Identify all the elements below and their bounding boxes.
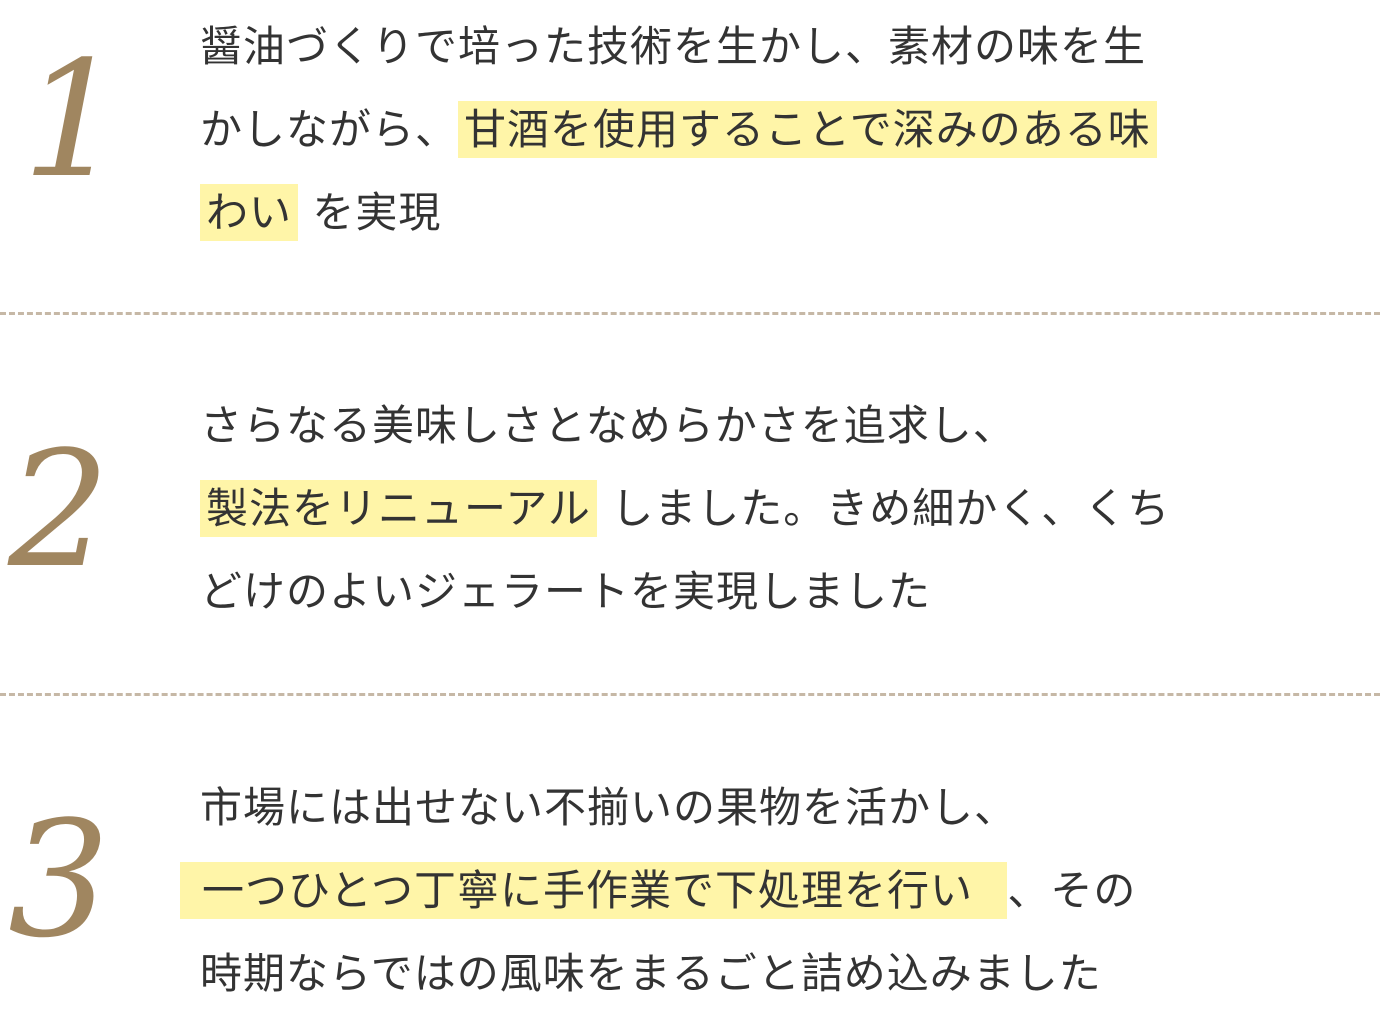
feature-text-2: さらなる美味しさとなめらかさを追求し、 製法をリニューアル しました。きめ細かく… (200, 384, 1360, 633)
feature-item-2: 2 さらなる美味しさとなめらかさを追求し、 製法をリニューアル しました。きめ細… (0, 320, 1380, 690)
text-line: さらなる美味しさとなめらかさを追求し、 (200, 401, 1016, 450)
text-line: 市場には出せない不揃いの果物を活かし、 (200, 783, 1018, 832)
highlight: わい (200, 184, 299, 241)
dashed-divider (0, 693, 1380, 696)
feature-text-3: 市場には出せない不揃いの果物を活かし、 一つひとつ丁寧に手作業で下処理を行い 、… (180, 766, 1360, 1015)
highlight: 甘酒を使用することで深みのある味 (458, 101, 1157, 158)
numeral-3: 3 (8, 786, 110, 973)
dashed-divider (0, 312, 1380, 315)
text-line: 時期ならではの風味をまるごと詰め込みました (200, 949, 1102, 998)
feature-item-1: 1 醤油づくりで培った技術を生かし、素材の味を生 かしながら、甘酒を使用すること… (0, 0, 1380, 300)
text-line: 製法をリニューアル しました。きめ細かく、くち (200, 467, 1360, 550)
highlight: 製法をリニューアル (200, 480, 597, 537)
numeral-1: 1 (22, 26, 124, 213)
text-line: わい を実現 (200, 171, 1360, 254)
highlight: 一つひとつ丁寧に手作業で下処理を行い (180, 862, 1008, 919)
feature-item-3: 3 市場には出せない不揃いの果物を活かし、 一つひとつ丁寧に手作業で下処理を行い… (0, 700, 1380, 1006)
feature-text-1: 醤油づくりで培った技術を生かし、素材の味を生 かしながら、甘酒を使用することで深… (200, 5, 1360, 254)
text-line: 醤油づくりで培った技術を生かし、素材の味を生 (200, 22, 1147, 71)
text-line: どけのよいジェラートを実現しました (200, 567, 932, 616)
text-line: かしながら、甘酒を使用することで深みのある味 (200, 88, 1360, 171)
text-line: 一つひとつ丁寧に手作業で下処理を行い 、その (180, 849, 1360, 932)
numeral-2: 2 (8, 416, 110, 603)
